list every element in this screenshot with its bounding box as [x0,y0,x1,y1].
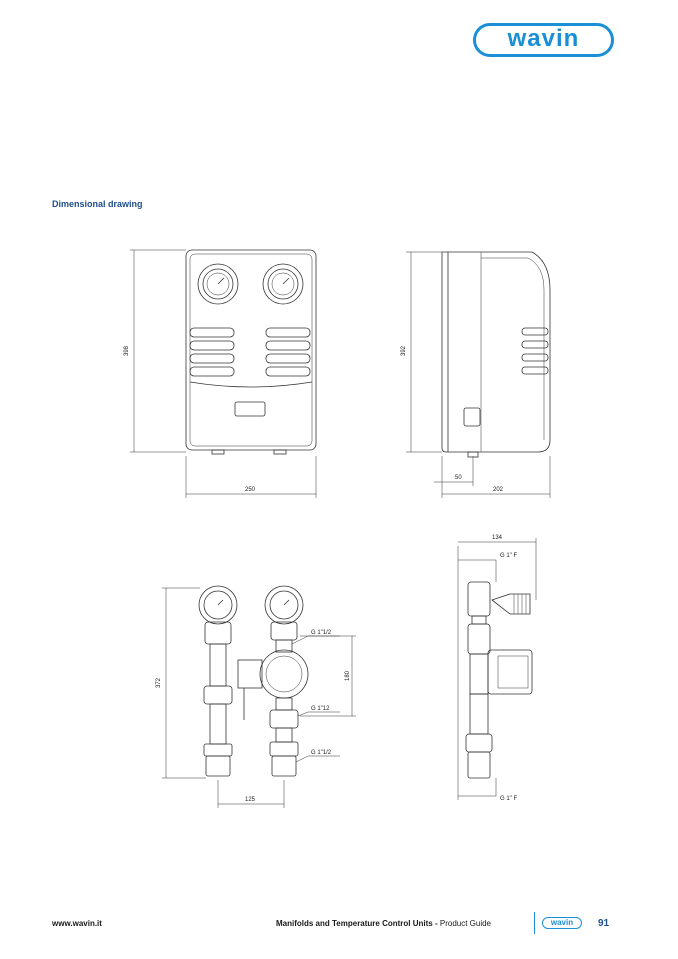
pipe-assembly-side [465,581,533,779]
dim-side-depth: 202 [493,487,504,493]
footer-guide-rest: Product Guide [437,919,492,928]
footer-website[interactable]: www.wavin.it [52,919,102,928]
wavin-logo: wavin [473,23,614,57]
footer-wavin-logo: wavin [542,917,582,929]
side-view [441,251,551,458]
dim-front-width: 250 [245,487,256,493]
dim-pipe-depth: 134 [492,535,503,541]
dim-pipe-height: 372 [156,677,162,688]
footer-guide-title: Manifolds and Temperature Control Units … [276,919,491,928]
dim-connection-3: G 1"1/2 [311,750,332,756]
logo-text: wavin [507,25,580,52]
dim-side-height: 392 [401,345,407,356]
pipe-assembly-front [198,585,309,777]
dim-thread-top: G 1" F [500,553,517,559]
dim-side-offset: 50 [455,475,462,481]
footer-logo-text: wavin [550,917,574,927]
dim-connection-2: G 1"12 [311,706,330,712]
dim-pipe-spacing: 125 [245,797,256,803]
dim-thread-bottom: G 1" F [500,796,517,802]
page-number: 91 [598,918,610,929]
dim-front-height: 398 [124,345,130,356]
dim-connection-1: G 1"1/2 [311,630,332,636]
dim-pump-height: 180 [345,670,351,681]
footer-guide-bold: Manifolds and Temperature Control Units … [276,919,438,928]
front-view [185,249,317,455]
footer-divider [534,912,535,934]
section-title: Dimensional drawing [52,199,143,209]
